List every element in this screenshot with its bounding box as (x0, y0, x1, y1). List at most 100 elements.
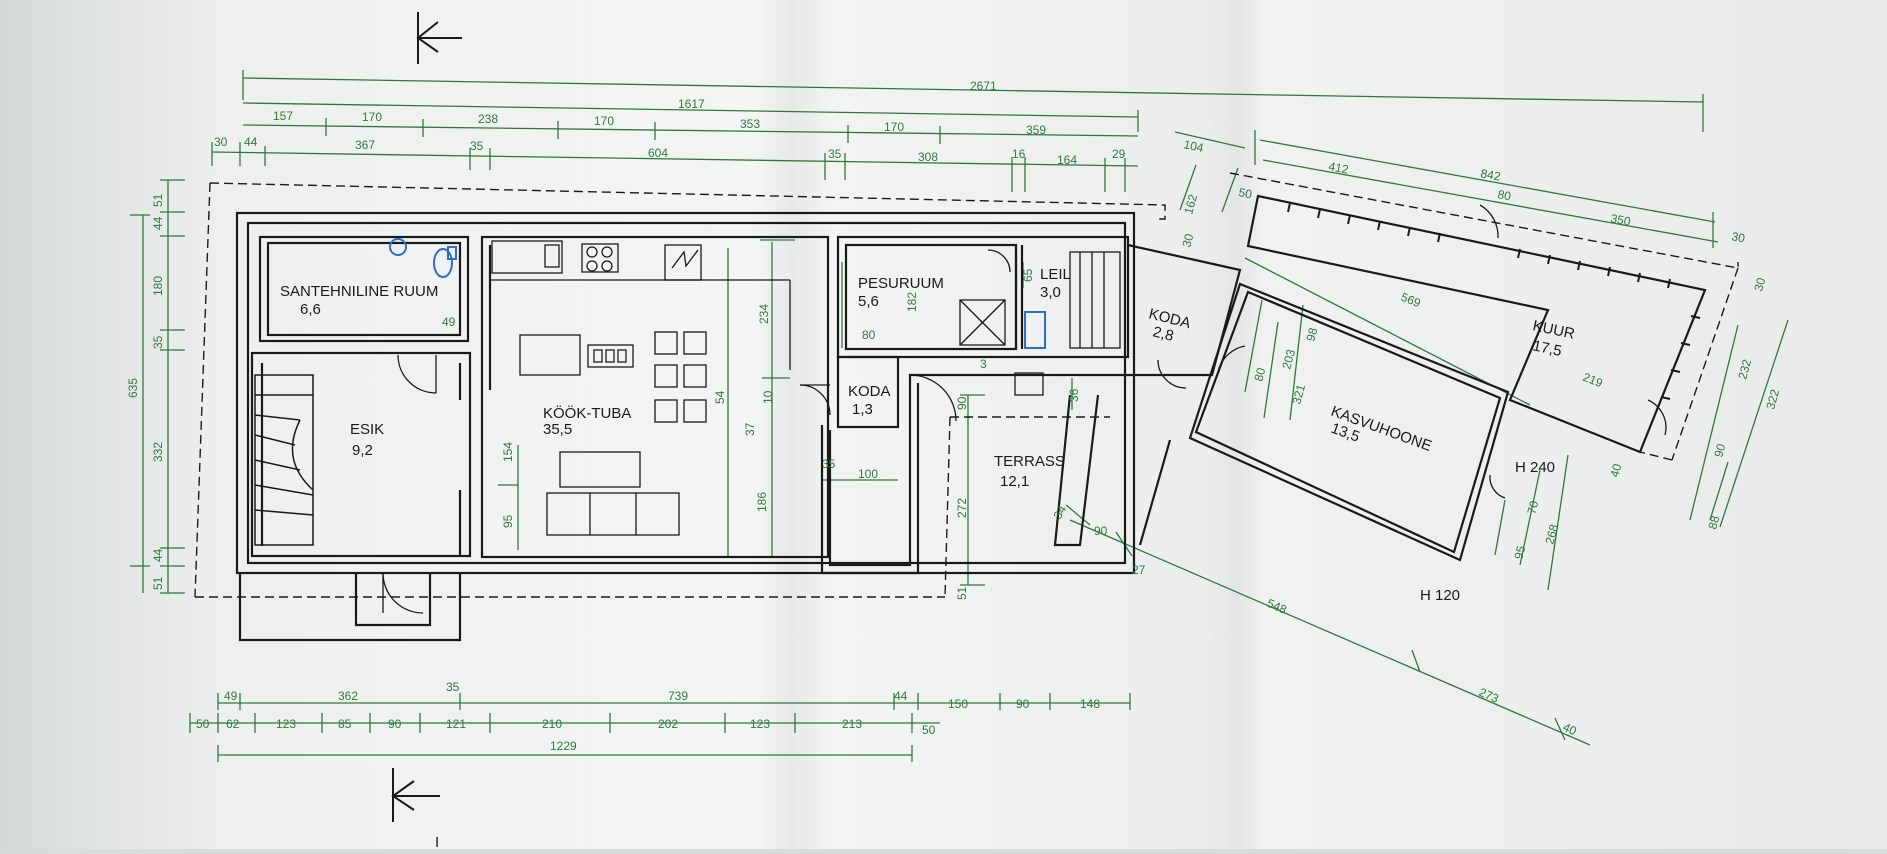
room-area: 35,5 (543, 421, 572, 438)
dim-inner: 51 (955, 586, 969, 600)
dim-left: 35 (151, 335, 165, 349)
dim-right: 30 (1751, 276, 1768, 293)
dimension-labels: 2671 1617 157 170 238 170 353 170 359 30… (126, 79, 1782, 753)
dim-top-row2: 308 (918, 150, 938, 164)
section-marker-top (416, 12, 462, 64)
dim-bottom-row2: 50 (196, 717, 210, 731)
dim-top-row2: 30 (214, 135, 228, 149)
dim-right: 232 (1735, 357, 1754, 380)
dim-bottom-row2: 123 (750, 717, 770, 731)
sauna-fixtures (959, 251, 1121, 396)
dim-top-sub: 1617 (678, 97, 705, 111)
walls (235, 194, 1707, 642)
room-area: 2,8 (1151, 323, 1175, 345)
dimension-lines (130, 70, 1789, 762)
dim-bottom-total: 1229 (550, 739, 577, 753)
room-name: ESIK (350, 421, 384, 438)
shed-wall-ticks (1287, 202, 1701, 400)
dim-left: 44 (151, 548, 165, 562)
dim-bottom-row1: 148 (1080, 697, 1100, 711)
dim-bottom-row2: 202 (658, 717, 678, 731)
dim-shed: 50 (1237, 185, 1253, 201)
dim-inner: 272 (955, 498, 969, 518)
height-note-120: H 120 (1420, 587, 1460, 604)
dim-greenhouse: 70 (1524, 499, 1541, 516)
dim-top-row2: 29 (1112, 147, 1126, 161)
dim-greenhouse: 321 (1289, 382, 1308, 405)
dim-greenhouse: 203 (1279, 347, 1298, 370)
dim-bottom-row2: 123 (276, 717, 296, 731)
dim-bottom-row1: 90 (1016, 697, 1030, 711)
dim-inner: 37 (743, 422, 757, 436)
dim-inner: 186 (755, 492, 769, 512)
dim-inner: 100 (858, 467, 878, 481)
room-labels: SANTEHNILINE RUUM 6,6 ESIK 9,2 KÖÖK-TUBA… (280, 266, 1576, 490)
dim-bottom-row1: 150 (948, 697, 968, 711)
dim-bottom-row2: 121 (446, 717, 466, 731)
dim-inner: 154 (501, 442, 515, 462)
roof-outline (194, 172, 1739, 598)
dim-shed: 30 (1179, 232, 1196, 249)
room-name: TERRASS (994, 453, 1065, 470)
doors (382, 204, 1667, 614)
room-area: 1,3 (852, 401, 873, 418)
dim-diag: 90 (1094, 524, 1108, 538)
room-area: 6,6 (300, 301, 321, 318)
dim-left: 51 (151, 576, 165, 590)
room-name: KODA (848, 383, 891, 400)
room-area: 12,1 (1000, 473, 1029, 490)
dim-bottom-row1: 739 (668, 689, 688, 703)
height-note-240: H 240 (1515, 459, 1555, 476)
dim-inner: 36 (1067, 388, 1081, 402)
dim-top-row2: 164 (1057, 153, 1077, 167)
room-area: 17,5 (1531, 337, 1563, 360)
dim-bottom-row2: 62 (226, 717, 240, 731)
dim-inner: 54 (713, 390, 727, 404)
dim-inner: 3 (980, 357, 987, 371)
shower-tray-icon (1024, 311, 1046, 349)
dim-inner: 35 (822, 457, 836, 471)
dim-top-total: 2671 (970, 79, 997, 93)
dim-left: 180 (151, 276, 165, 296)
sink-icon (389, 238, 407, 256)
dim-greenhouse: 80 (1251, 366, 1268, 383)
dim-diag: 273 (1477, 685, 1501, 706)
dim-left: 51 (151, 193, 165, 207)
dim-inner: 182 (905, 292, 919, 312)
room-area: 3,0 (1040, 284, 1061, 301)
section-marker-bottom (391, 768, 440, 822)
dim-right: 322 (1763, 387, 1782, 410)
dim-inner: 90 (955, 396, 969, 410)
dim-shed: 30 (1730, 229, 1746, 245)
dim-top-row2: 604 (648, 146, 668, 160)
dim-bottom-row2: 210 (542, 717, 562, 731)
section-label: I (435, 834, 439, 849)
dim-top-row1: 170 (594, 114, 614, 128)
dim-bottom-row2: 50 (922, 723, 936, 737)
dim-inner: 65 (1021, 268, 1035, 282)
dim-diag: 34 (1050, 503, 1069, 522)
dim-greenhouse: 268 (1542, 522, 1561, 545)
dim-right: 90 (1711, 442, 1728, 459)
room-name: LEIL (1040, 266, 1071, 283)
room-name: SANTEHNILINE RUUM (280, 283, 438, 300)
dim-inner: 80 (862, 328, 876, 342)
dim-bottom-row1: 49 (224, 689, 238, 703)
dim-inner: 49 (442, 315, 456, 329)
dim-inner: 234 (757, 304, 771, 324)
dim-top-row2: 35 (828, 147, 842, 161)
dim-greenhouse: 219 (1581, 370, 1605, 391)
dim-top-row1: 170 (884, 120, 904, 134)
room-name: PESURUUM (858, 275, 944, 292)
dim-shed: 842 (1479, 166, 1502, 184)
dim-shed: 412 (1327, 159, 1350, 177)
dim-top-row2: 16 (1012, 147, 1026, 161)
dim-bottom-row2: 90 (388, 717, 402, 731)
dim-greenhouse: 95 (1511, 544, 1528, 561)
dim-bottom-row1: 44 (894, 689, 908, 703)
dim-diag: 27 (1132, 563, 1146, 577)
dim-bottom-row1: 362 (338, 689, 358, 703)
dim-greenhouse: 569 (1399, 290, 1423, 311)
